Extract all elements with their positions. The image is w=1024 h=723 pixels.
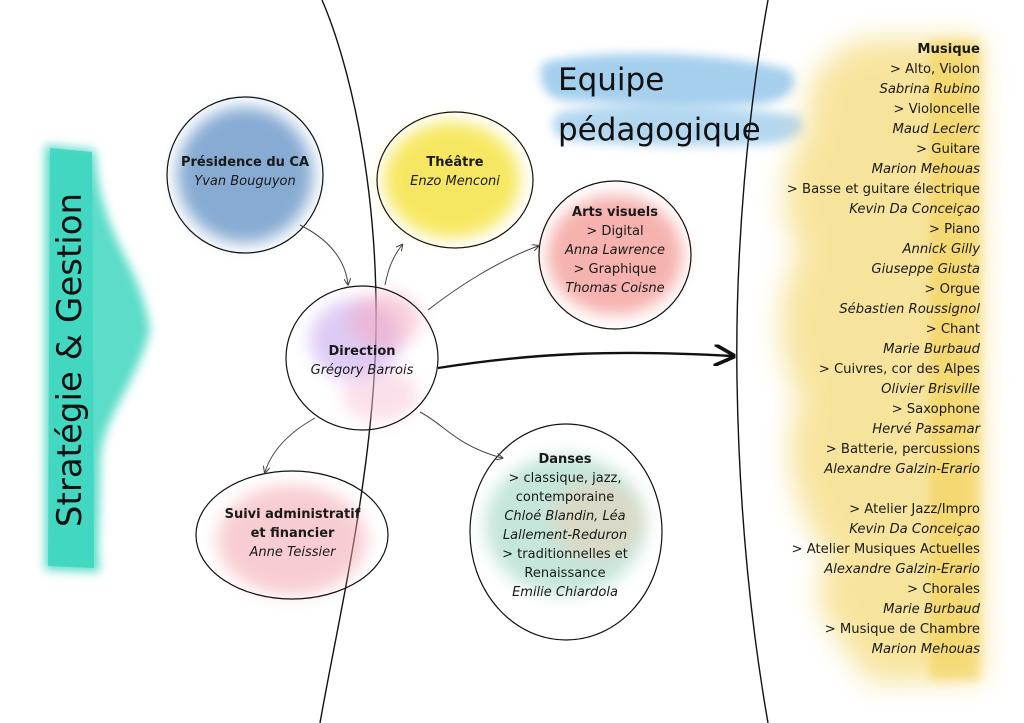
equipe-title-line1: Equipe (558, 62, 665, 98)
yellow-watercolor-band (781, 38, 982, 682)
danses-person-1-line2: Lallement-Reduron (502, 528, 628, 543)
direction-title: Direction (328, 344, 396, 359)
suivi-title-line1: Suivi administratif (224, 507, 361, 522)
music-heading: Musique (917, 42, 980, 57)
music-instrument: > Alto, Violon (889, 62, 980, 77)
music-teacher: Kevin Da Conceiçao (849, 522, 980, 537)
arts-visuels-bubble (538, 180, 692, 330)
suivi-node: Suivi administratif et financier Anne Te… (205, 505, 380, 562)
music-teacher: Maud Leclerc (892, 122, 980, 137)
right-divider-curve (736, 0, 769, 723)
direction-bubble (285, 285, 439, 431)
arts-visuels-title: Arts visuels (572, 205, 658, 220)
music-teacher: Sébastien Roussignol (839, 302, 980, 317)
presidence-person: Yvan Bouguyon (194, 174, 296, 189)
music-instrument: > Musique de Chambre (824, 622, 980, 637)
music-instrument: > Guitare (916, 142, 980, 157)
theatre-bubble (376, 111, 534, 249)
music-teacher: Annick Gilly (902, 242, 981, 257)
music-instrument: > Chant (925, 322, 980, 337)
music-instrument: > Batterie, percussions (825, 442, 980, 457)
danses-item-1-line2: contemporaine (515, 490, 615, 505)
music-instrument: > Basse et guitare électrique (786, 182, 980, 197)
music-instrument: > Atelier Musiques Actuelles (791, 542, 980, 557)
teal-watercolor-stripe (45, 145, 150, 572)
suivi-title-line2: et financier (250, 526, 335, 541)
music-teacher: Marie Burbaud (883, 602, 980, 617)
arts-visuels-person-2: Thomas Coisne (565, 281, 665, 296)
arrow-direction-to-theatre (384, 245, 402, 286)
equipe-title-line2: pédagogique (558, 112, 761, 148)
arts-visuels-person-1: Anna Lawrence (564, 243, 666, 258)
music-teacher: Alexandre Galzin-Erario (824, 462, 980, 477)
arts-visuels-item-graphique: > Graphique (573, 262, 657, 277)
arrow-presidence-to-direction (299, 224, 348, 284)
equipe-pedagogique-title: Equipe pédagogique (558, 55, 761, 155)
music-instrument: > Cuivres, cor des Alpes (818, 362, 980, 377)
music-instrument: > Chorales (906, 582, 980, 597)
blue-watercolor-wash (540, 53, 803, 147)
arrow-direction-to-suivi (265, 417, 316, 472)
danses-item-2-line2: Renaissance (524, 566, 606, 581)
strategie-gestion-title: Stratégie & Gestion (50, 192, 90, 528)
presidence-bubble (166, 96, 324, 254)
suivi-person: Anne Teissier (249, 545, 336, 560)
danses-bubble (469, 423, 663, 641)
music-teacher: Hervé Passamar (872, 422, 980, 437)
music-teacher: Olivier Brisville (881, 382, 980, 397)
arrow-direction-to-arts-visuels (427, 246, 538, 311)
music-teacher: Alexandre Galzin-Erario (824, 562, 980, 577)
music-teacher: Marie Burbaud (883, 342, 980, 357)
arts-visuels-node: Arts visuels > Digital Anna Lawrence > G… (545, 203, 685, 298)
arrow-direction-to-danses (419, 411, 502, 458)
music-teacher: Giuseppe Giusta (871, 262, 980, 277)
music-instrument: > Atelier Jazz/Impro (849, 502, 980, 517)
theatre-person: Enzo Menconi (410, 174, 500, 189)
danses-person-1-line1: Chloé Blandin, Léa (504, 509, 626, 524)
music-instrument: > Piano (928, 222, 980, 237)
music-instrument: > Orgue (924, 282, 980, 297)
theatre-node: Théâtre Enzo Menconi (385, 153, 525, 191)
danses-item-1-line1: > classique, jazz, (508, 471, 622, 486)
presidence-node: Présidence du CA Yvan Bouguyon (170, 153, 320, 191)
theatre-title: Théâtre (426, 155, 484, 170)
danses-node: Danses > classique, jazz, contemporaine … (480, 450, 650, 602)
arts-visuels-item-digital: > Digital (586, 224, 644, 239)
music-instrument: > Violoncelle (893, 102, 980, 117)
suivi-bubble (195, 470, 389, 600)
danses-item-2-line1: > traditionnelles et (502, 547, 628, 562)
arrow-direction-to-equipe (437, 353, 732, 370)
music-instrument: > Saxophone (891, 402, 980, 417)
direction-node: Direction Grégory Barrois (292, 342, 432, 380)
presidence-title: Présidence du CA (180, 155, 310, 170)
music-teacher: Sabrina Rubino (879, 82, 980, 97)
music-teacher: Marion Mehouas (871, 162, 980, 177)
direction-person: Grégory Barrois (310, 363, 414, 378)
music-teacher: Marion Mehouas (871, 642, 980, 657)
music-spacer (740, 480, 980, 500)
danses-person-2: Emilie Chiardola (512, 585, 618, 600)
danses-title: Danses (538, 452, 592, 467)
music-teacher: Kevin Da Conceiçao (849, 202, 980, 217)
